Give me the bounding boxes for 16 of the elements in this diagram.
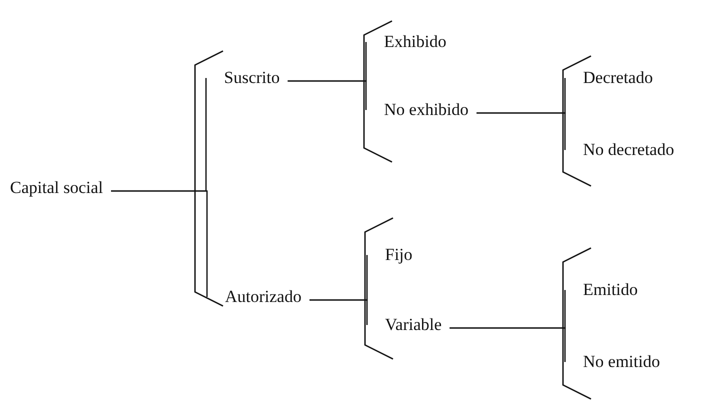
node-label: No decretado (565, 140, 682, 160)
node-label: Exhibido (366, 32, 454, 52)
node-label: Autorizado (207, 287, 310, 307)
connector-line (450, 327, 566, 362)
connector-line (309, 299, 368, 325)
node-label: Suscrito (206, 68, 288, 88)
node-label: Capital social (10, 178, 112, 198)
node-label: Emitido (565, 280, 646, 300)
node-label: Variable (367, 315, 450, 335)
node-label: Fijo (367, 245, 420, 265)
node-label: No exhibido (366, 100, 477, 120)
node-label: Decretado (565, 68, 661, 88)
node-label: No emitido (565, 352, 668, 372)
connector-line (111, 190, 208, 297)
connector-line (288, 80, 367, 110)
connector-line (476, 112, 566, 150)
